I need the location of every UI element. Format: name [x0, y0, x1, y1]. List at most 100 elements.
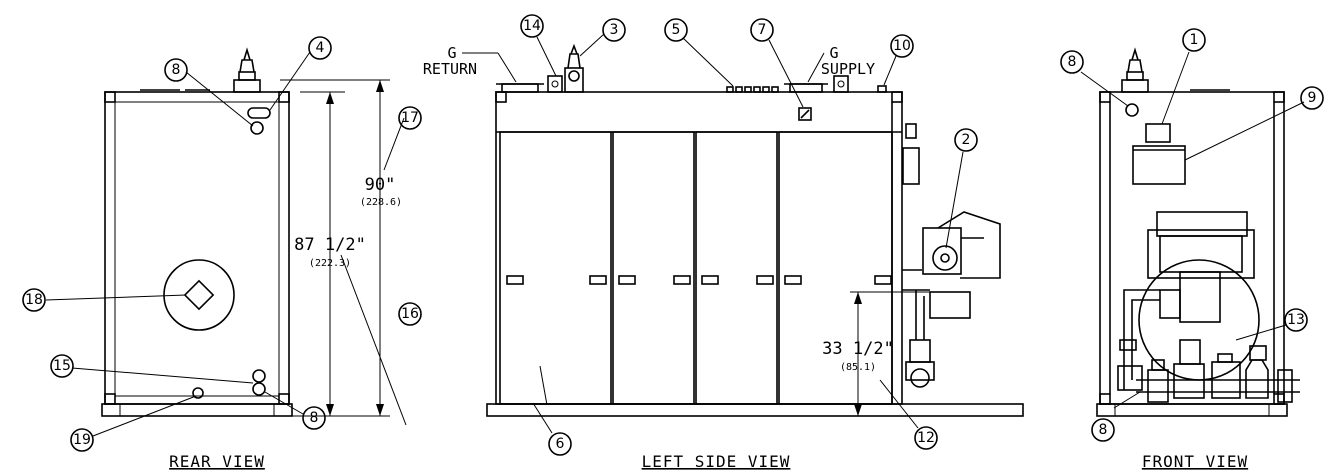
svg-text:12: 12	[917, 430, 935, 446]
side-burner-assembly	[902, 123, 1001, 388]
rear-cover-square	[183, 279, 215, 311]
callout-8-rear-bottom: 8	[302, 406, 326, 430]
dim-33-mm-label: (85.1)	[840, 362, 876, 373]
rear-access-cover	[163, 259, 235, 331]
side-panel-3	[695, 131, 778, 405]
callout-10: 10	[890, 34, 914, 58]
svg-text:6: 6	[556, 436, 565, 452]
side-panel-handles	[506, 275, 892, 285]
svg-text:15: 15	[53, 358, 71, 374]
dim-87-label: 87 1/2"	[294, 235, 366, 255]
side-gauge-box	[798, 107, 812, 121]
rear-oval-port	[247, 107, 271, 119]
svg-text:16: 16	[401, 306, 419, 322]
rear-frame	[104, 91, 290, 405]
callout-6: 6	[548, 432, 572, 456]
front-base-skid	[1096, 403, 1288, 417]
dim-90-mm-label: (228.6)	[360, 197, 402, 208]
dim-90-label: 90"	[365, 175, 396, 195]
rear-port-low-1	[252, 369, 266, 383]
front-leaders	[1080, 51, 1305, 409]
callout-15: 15	[50, 354, 74, 378]
rear-dimension-90	[280, 79, 390, 417]
g-supply-label-text: SUPPLY	[821, 60, 875, 78]
svg-text:4: 4	[316, 40, 325, 56]
callout-8-front-top: 8	[1060, 50, 1084, 74]
svg-text:3: 3	[610, 22, 619, 38]
rear-corner-tl	[104, 91, 116, 103]
rear-port-top	[250, 121, 264, 135]
rear-leaders	[45, 51, 407, 437]
callout-16: 16	[398, 302, 422, 326]
svg-text:1: 1	[1190, 32, 1199, 48]
front-view: FRONT VIEW	[1096, 47, 1300, 471]
callout-13: 13	[1284, 308, 1308, 332]
side-leaders	[532, 33, 964, 434]
svg-text:7: 7	[758, 22, 767, 38]
side-base-skid	[486, 403, 1024, 417]
svg-text:8: 8	[310, 410, 319, 426]
svg-text:8: 8	[1068, 54, 1077, 70]
svg-text:8: 8	[1099, 422, 1108, 438]
side-dimension-33	[850, 291, 940, 416]
dim-87-mm-label: (222.3)	[309, 258, 351, 269]
callout-bubbles: 8 4 17 18 16 15 8 19	[22, 14, 1324, 456]
callout-9: 9	[1300, 86, 1324, 110]
side-panel-2	[612, 131, 695, 405]
callout-18: 18	[22, 288, 46, 312]
side-top-fittings	[496, 43, 887, 121]
side-relief-valve	[564, 67, 584, 93]
svg-text:9: 9	[1308, 90, 1317, 106]
front-control-box	[1145, 123, 1171, 143]
side-junction-box	[547, 75, 563, 93]
svg-text:17: 17	[401, 110, 419, 126]
svg-text:13: 13	[1287, 312, 1305, 328]
g-return-label-text: RETURN	[423, 60, 477, 78]
left-side-view: 33 1/2" (85.1) G RETURN G SUPPLY LEFT SI…	[423, 43, 1024, 471]
left-side-view-title: LEFT SIDE VIEW	[642, 452, 791, 471]
svg-text:2: 2	[962, 132, 971, 148]
front-gas-train	[1117, 289, 1300, 403]
callout-5: 5	[664, 18, 688, 42]
front-relief-valve	[1121, 47, 1149, 93]
rear-corner-tr	[278, 91, 290, 103]
rear-base-skid	[101, 403, 293, 417]
rear-view-title: REAR VIEW	[169, 452, 265, 471]
callout-12: 12	[914, 426, 938, 450]
side-panel-1	[499, 131, 612, 405]
g-return-label-g: G	[447, 44, 456, 62]
callout-3: 3	[602, 18, 626, 42]
rear-relief-valve	[233, 47, 261, 93]
callout-4: 4	[308, 36, 332, 60]
svg-text:19: 19	[73, 432, 91, 448]
svg-text:8: 8	[172, 62, 181, 78]
front-port	[1125, 103, 1139, 117]
front-frame	[1099, 91, 1285, 405]
svg-text:5: 5	[672, 22, 681, 38]
callout-17: 17	[398, 106, 422, 130]
rear-corner-bl	[104, 393, 116, 405]
dim-33-label: 33 1/2"	[822, 339, 894, 359]
rear-port-low-2	[252, 382, 266, 396]
rear-dimension-87	[300, 91, 345, 416]
rear-view: 90" (228.6) 87 1/2" (222.3) REAR VIEW	[101, 47, 402, 471]
g-supply-label-g: G	[829, 44, 838, 62]
g-return-flange	[501, 83, 539, 93]
callout-19: 19	[70, 428, 94, 452]
front-burner	[1138, 211, 1260, 381]
rear-inner-panel	[114, 101, 280, 397]
callout-14: 14	[520, 14, 544, 38]
rear-drain-port	[192, 387, 204, 399]
callout-1: 1	[1182, 28, 1206, 52]
svg-text:10: 10	[893, 38, 911, 54]
callout-8-front-bottom: 8	[1091, 418, 1115, 442]
front-panel-box	[1132, 145, 1186, 185]
side-blower	[922, 227, 962, 275]
svg-text:18: 18	[25, 292, 43, 308]
callout-8-rear-top: 8	[164, 58, 188, 82]
svg-text:14: 14	[523, 18, 541, 34]
front-view-title: FRONT VIEW	[1142, 452, 1248, 471]
callout-7: 7	[750, 18, 774, 42]
callout-2: 2	[954, 128, 978, 152]
